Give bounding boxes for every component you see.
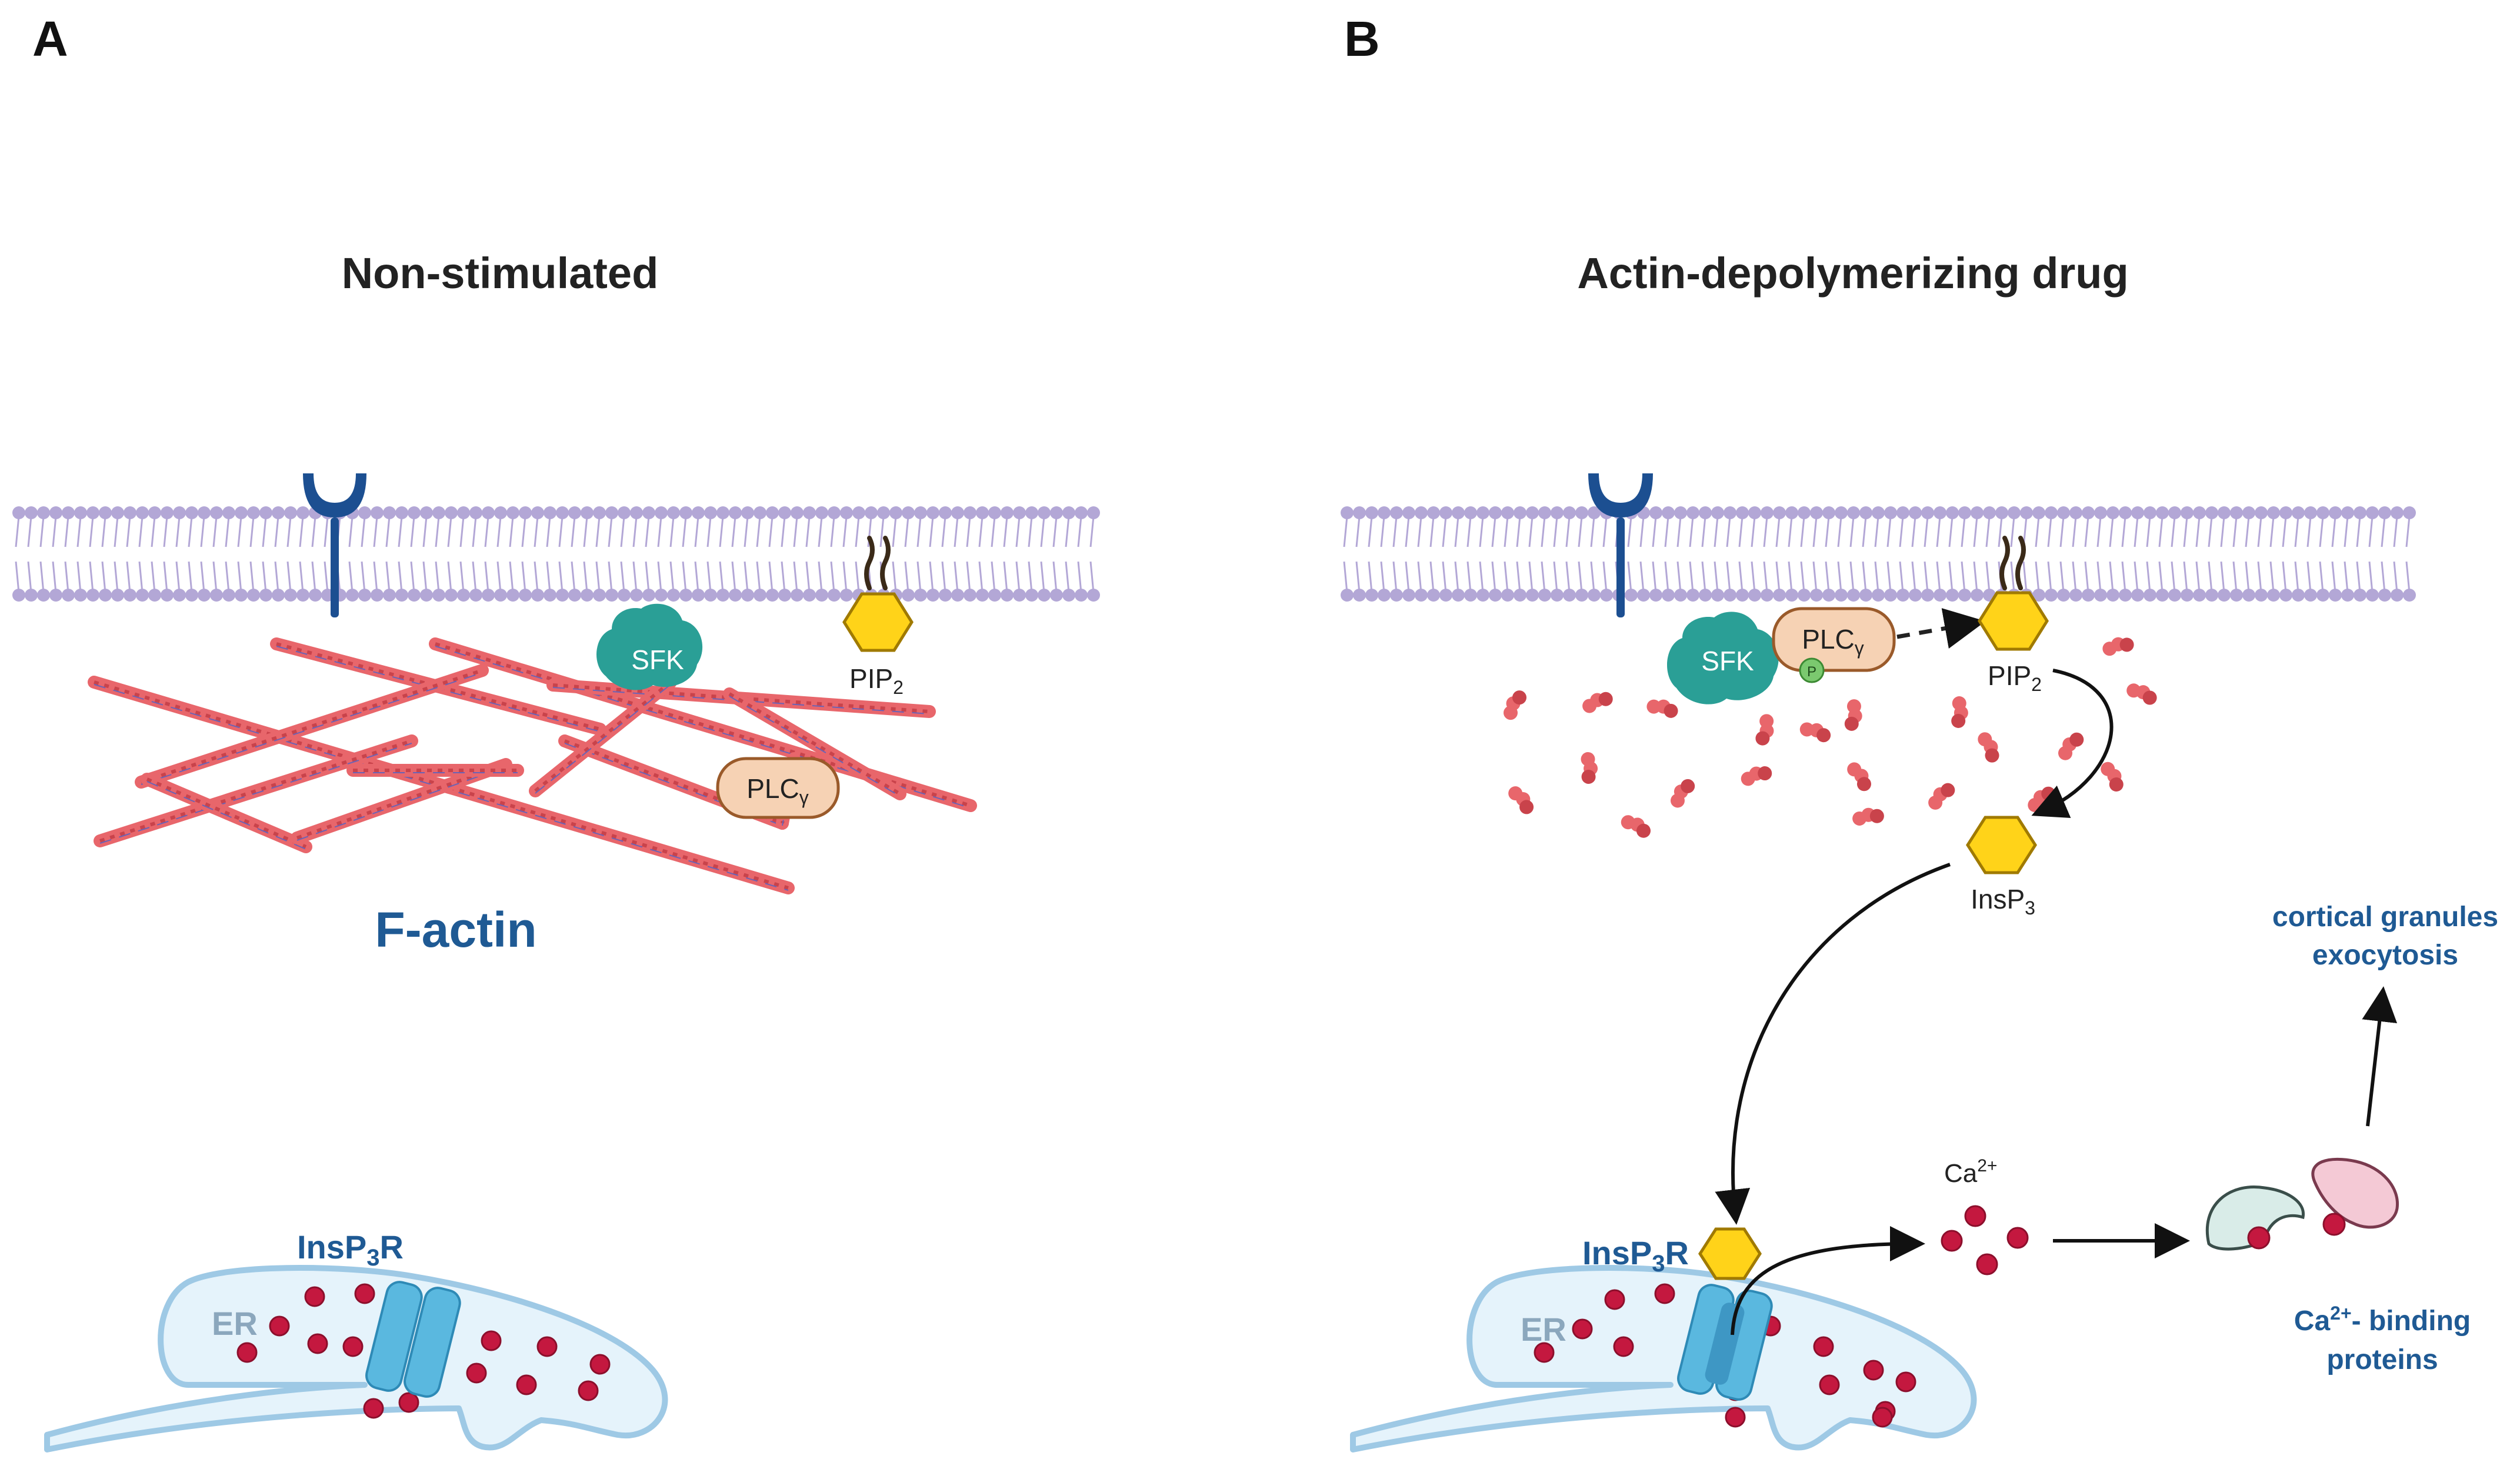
svg-text:InsP3R: InsP3R xyxy=(297,1228,404,1271)
insp3r-b-label: InsP xyxy=(1582,1234,1652,1271)
pip2-a: PIP2 xyxy=(842,536,914,698)
pip2-b-sub: 2 xyxy=(2031,674,2042,695)
insp3r-b-post: R xyxy=(1665,1234,1689,1271)
binding-sup: 2+ xyxy=(2330,1303,2351,1324)
er-a-label: ER xyxy=(212,1305,258,1342)
sfk-b: SFK xyxy=(1666,612,1779,704)
binding-pre: Ca xyxy=(2294,1305,2331,1337)
calcium-binding-proteins xyxy=(2205,1157,2399,1251)
panel-b-title: Actin-depolymerizing drug xyxy=(1577,249,2128,298)
plc-a-label: PLC xyxy=(746,773,799,804)
insp3r-a-post: R xyxy=(380,1228,404,1265)
released-calcium xyxy=(1941,1205,2029,1275)
binding-line2: proteins xyxy=(2326,1344,2438,1375)
binding-post: - binding xyxy=(2352,1305,2471,1337)
plasma-membrane-b xyxy=(1341,506,2416,602)
insp3-diffusion-arrow xyxy=(1715,863,1951,1225)
phospho-icon xyxy=(1799,657,1825,683)
activation-arrow xyxy=(1896,608,1986,649)
sfk-a-label: SFK xyxy=(631,645,684,675)
exocytosis-arrow xyxy=(2362,986,2398,1127)
svg-text:Ca2+: Ca2+ xyxy=(1944,1156,1997,1188)
svg-text:PIP2: PIP2 xyxy=(1988,660,2042,695)
f-actin-label: F-actin xyxy=(375,902,536,957)
insp3-label: InsP xyxy=(1971,884,2025,914)
pip2-b: PIP2 xyxy=(1978,536,2049,695)
plasma-membrane-a xyxy=(12,506,1100,602)
calcium-release-arrow xyxy=(1731,1226,1925,1335)
ca-label: Ca xyxy=(1944,1159,1978,1188)
svg-text:PLCγ: PLCγ xyxy=(746,773,808,808)
svg-text:Ca2+- binding: Ca2+- binding xyxy=(2294,1303,2471,1337)
er-a: ER InsP3R xyxy=(44,1228,668,1452)
svg-text:InsP3: InsP3 xyxy=(1971,884,2035,919)
pip2-a-label: PIP xyxy=(849,663,893,694)
ca-sup: 2+ xyxy=(1977,1156,1997,1176)
svg-text:PIP2: PIP2 xyxy=(849,663,904,698)
panel-b: B Actin-depolymerizing drug SFK PLCγ P xyxy=(1341,11,2498,1452)
insp3r-a-label: InsP xyxy=(297,1228,366,1265)
plc-a-sub: γ xyxy=(799,787,809,808)
er-b: ER InsP3R xyxy=(1350,1227,1977,1452)
sfk-a: SFK xyxy=(596,603,703,690)
g-actin-monomers xyxy=(1504,637,2157,838)
f-actin-network xyxy=(88,637,977,894)
insp3r-b-sub: 3 xyxy=(1652,1251,1665,1277)
er-a-calcium xyxy=(236,1283,611,1419)
panel-b-letter: B xyxy=(1344,11,1380,66)
pip2-b-label: PIP xyxy=(1988,660,2031,691)
hydrolysis-arrow xyxy=(2031,669,2114,818)
insp3: InsP3 xyxy=(1966,816,2037,919)
er-b-label: ER xyxy=(1521,1311,1566,1348)
phospho-label: P xyxy=(1807,664,1816,680)
granules-line1: cortical granules xyxy=(2272,901,2498,933)
granules-line2: exocytosis xyxy=(2312,940,2458,971)
receptor-a xyxy=(303,473,366,617)
svg-text:PLCγ: PLCγ xyxy=(1802,624,1864,659)
insp3-sub: 3 xyxy=(2025,897,2035,919)
plc-b-label: PLC xyxy=(1802,624,1854,654)
pip2-a-sub: 2 xyxy=(893,677,904,698)
plc-gamma-a: PLCγ xyxy=(716,757,840,819)
svg-text:InsP3R: InsP3R xyxy=(1582,1234,1689,1277)
panel-a: A Non-stimulated SFK PLCγ PIP2 F-actin xyxy=(12,11,1100,1452)
insp3-receptor-a xyxy=(365,1281,461,1398)
insp3r-a-sub: 3 xyxy=(366,1245,379,1271)
panel-a-title: Non-stimulated xyxy=(342,249,659,298)
panel-a-letter: A xyxy=(32,11,68,66)
sfk-b-label: SFK xyxy=(1701,646,1754,676)
bound-insp3 xyxy=(1698,1227,1762,1280)
receptor-b xyxy=(1588,473,1653,617)
plc-b-sub: γ xyxy=(1855,637,1864,659)
plc-gamma-b: PLCγ P xyxy=(1772,607,1896,683)
